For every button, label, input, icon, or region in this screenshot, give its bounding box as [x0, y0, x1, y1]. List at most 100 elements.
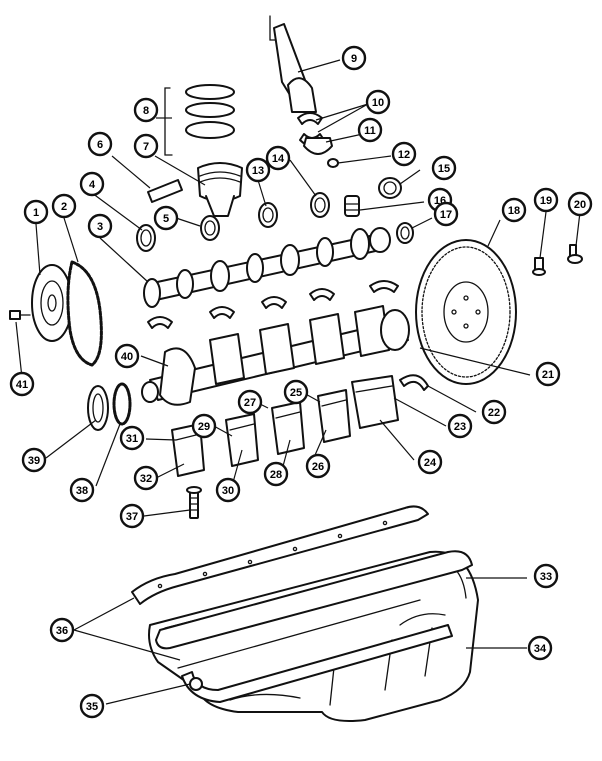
callout-number: 11 [364, 125, 376, 137]
connecting-rod [269, 15, 317, 113]
sprocket-bolt [9, 310, 31, 320]
crankshaft-sprocket [112, 382, 132, 426]
flywheel-dowel [567, 244, 583, 264]
callout-circle [9, 371, 35, 397]
callout-41: 41 [9, 371, 35, 397]
callout-circle [215, 477, 241, 503]
valve-lifter [344, 195, 360, 217]
cam-bearing-front [136, 224, 156, 252]
callout-number: 1 [33, 207, 39, 219]
front-crank-seal [87, 385, 109, 431]
callout-circle [481, 399, 507, 425]
callout-23: 23 [447, 413, 473, 439]
callout-19: 19 [533, 187, 559, 213]
callout-number: 35 [86, 701, 98, 713]
callout-circle [501, 197, 527, 223]
callout-20: 20 [567, 191, 593, 217]
callout-number: 18 [508, 205, 520, 217]
oil-pan-bolt [186, 486, 202, 519]
callout-circle [535, 361, 561, 387]
callout-32: 32 [133, 465, 159, 491]
callout-circle [133, 465, 159, 491]
callout-number: 4 [89, 179, 96, 191]
callout-number: 21 [542, 369, 554, 381]
upper-main-bearings [147, 280, 399, 329]
callout-circle [23, 199, 49, 225]
callout-37: 37 [119, 503, 145, 529]
callout-29: 29 [191, 413, 217, 439]
callout-number: 34 [534, 643, 547, 655]
callout-number: 15 [438, 163, 450, 175]
callout-26: 26 [305, 453, 331, 479]
callout-number: 32 [140, 473, 152, 485]
callout-circle [49, 617, 75, 643]
callout-circle [245, 157, 271, 183]
callout-circle [133, 97, 159, 123]
camshaft [143, 227, 391, 308]
cam-bearing-rear [310, 192, 330, 218]
piston [197, 162, 243, 217]
callout-circle [365, 89, 391, 115]
thrust-washer [399, 374, 429, 391]
callout-circle [265, 145, 291, 171]
callout-15: 15 [431, 155, 457, 181]
callout-6: 6 [87, 131, 113, 157]
rod-nut [327, 158, 339, 168]
callout-number: 20 [574, 199, 586, 211]
drain-plug [189, 677, 203, 691]
callout-8: 8 [133, 97, 159, 123]
callout-circle [133, 133, 159, 159]
callout-number: 29 [198, 421, 210, 433]
callout-circle [533, 563, 559, 589]
callout-14: 14 [265, 145, 291, 171]
callout-24: 24 [417, 449, 443, 475]
callout-number: 30 [222, 485, 234, 497]
piston-pin [147, 179, 183, 203]
callout-10: 10 [365, 89, 391, 115]
callout-circle [119, 425, 145, 451]
callout-circle [447, 413, 473, 439]
callout-number: 12 [398, 149, 410, 161]
camshaft-seal [396, 222, 414, 244]
callout-number: 23 [454, 421, 466, 433]
callout-5: 5 [153, 205, 179, 231]
callout-31: 31 [119, 425, 145, 451]
callout-13: 13 [245, 157, 271, 183]
callout-number: 14 [272, 153, 285, 165]
callout-number: 5 [163, 213, 169, 225]
callout-circle [305, 453, 331, 479]
callout-35: 35 [79, 693, 105, 719]
callout-3: 3 [87, 213, 113, 239]
callout-2: 2 [51, 193, 77, 219]
callout-circle [69, 477, 95, 503]
callout-number: 40 [121, 351, 133, 363]
callout-number: 33 [540, 571, 552, 583]
crankshaft [141, 305, 410, 406]
callout-number: 24 [424, 457, 437, 469]
callout-circle [87, 213, 113, 239]
callout-circle [263, 461, 289, 487]
callout-18: 18 [501, 197, 527, 223]
callout-38: 38 [69, 477, 95, 503]
callout-number: 36 [56, 625, 68, 637]
flywheel-bolt [532, 257, 546, 276]
callout-circle [283, 379, 309, 405]
callout-4: 4 [79, 171, 105, 197]
callout-circle [391, 141, 417, 167]
callout-circle [191, 413, 217, 439]
callout-circle [21, 447, 47, 473]
callout-40: 40 [114, 343, 140, 369]
callout-22: 22 [481, 399, 507, 425]
callout-number: 17 [440, 209, 452, 221]
callout-number: 27 [244, 397, 256, 409]
cam-bearing-second [200, 215, 220, 241]
callout-17: 17 [433, 201, 459, 227]
callout-number: 10 [372, 97, 384, 109]
callout-circle [417, 449, 443, 475]
callout-12: 12 [391, 141, 417, 167]
callout-9: 9 [341, 45, 367, 71]
callout-number: 13 [252, 165, 264, 177]
camshaft-sprocket [31, 264, 73, 342]
